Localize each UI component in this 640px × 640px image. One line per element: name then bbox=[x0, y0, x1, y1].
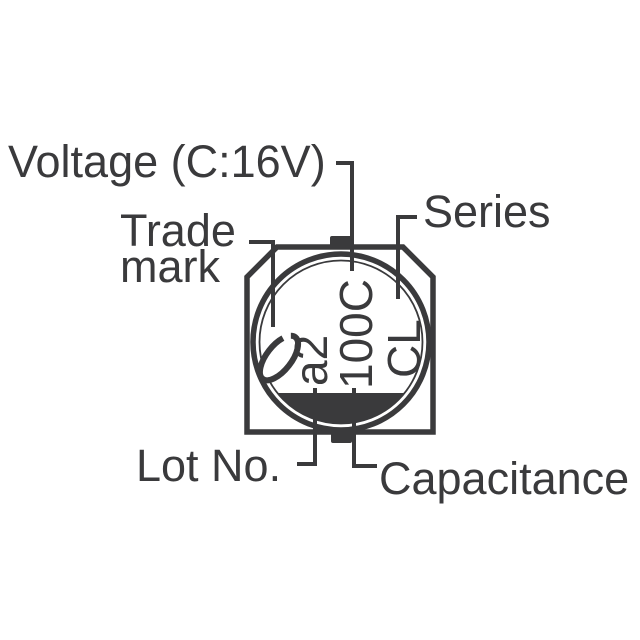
series-leader-line bbox=[396, 215, 417, 299]
lot-code-marking: a2 bbox=[285, 335, 337, 386]
capacitance-label: Capacitance bbox=[379, 453, 630, 504]
voltage-leader-line bbox=[336, 161, 354, 271]
series-code-marking: CL bbox=[378, 319, 430, 378]
trademark-leader-line bbox=[249, 240, 275, 327]
trademark-logo-icon bbox=[256, 332, 302, 384]
voltage-label: Voltage (C:16V) bbox=[8, 136, 326, 187]
capacitance-voltage-marking: 100C bbox=[330, 279, 382, 389]
lot-no-leader-line bbox=[297, 388, 317, 466]
series-label: Series bbox=[423, 186, 551, 237]
polarity-band bbox=[277, 393, 405, 424]
lot-no-label: Lot No. bbox=[136, 440, 282, 491]
capacitance-leader-line bbox=[352, 388, 377, 468]
trade-mark-label-line2: mark bbox=[120, 241, 220, 292]
capacitor-seal-circle bbox=[250, 251, 432, 433]
trade-mark-label: Trade mark bbox=[120, 205, 236, 292]
trade-mark-label-line1: Trade bbox=[120, 205, 236, 256]
